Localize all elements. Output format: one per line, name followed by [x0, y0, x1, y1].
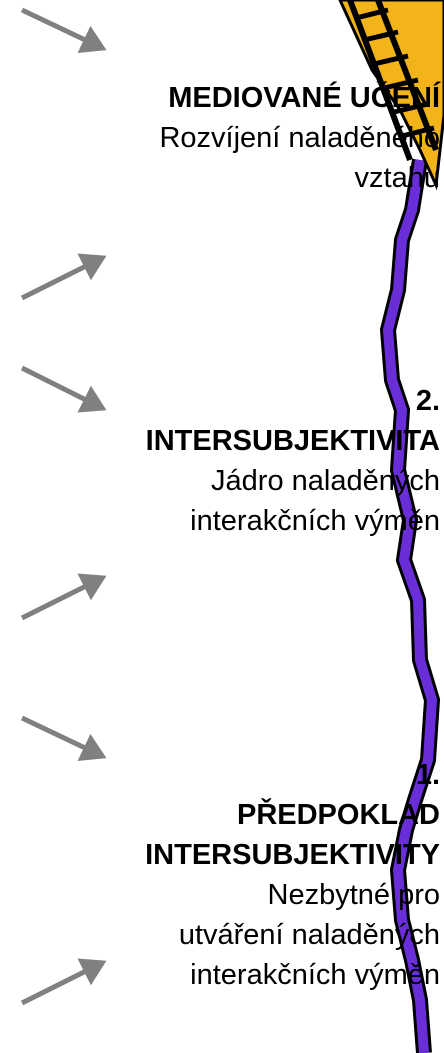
arrow-down-right-icon [20, 7, 107, 53]
level-description-line: Jádro naladěných [211, 465, 440, 497]
level-title: INTERSUBJEKTIVITA [145, 425, 440, 457]
arrow-up-right-icon [20, 958, 107, 1006]
arrow-down-right-icon [20, 365, 107, 413]
level-title-line: INTERSUBJEKTIVITY [145, 839, 440, 871]
level-number: 1. [415, 759, 440, 791]
level-description-line: vztahu [354, 162, 440, 194]
level-description-line: utváření naladěných [178, 919, 440, 951]
level-2-block: 2. INTERSUBJEKTIVITA Jádro naladěných in… [20, 381, 440, 541]
level-title: MEDIOVANÉ UČENÍ [168, 82, 440, 114]
level-1-block: 1. PŘEDPOKLAD INTERSUBJEKTIVITY Nezbytné… [20, 755, 440, 995]
level-number: 2. [415, 385, 440, 417]
arrow-up-right-icon [20, 573, 107, 621]
arrow-down-right-icon [20, 715, 107, 761]
level-description-line: interakčních výměn [190, 959, 440, 991]
level-description-line: interakčních výměn [190, 505, 440, 537]
ladder-icon [338, 0, 444, 191]
level-description-line: Nezbytné pro [267, 879, 441, 911]
level-3-block: MEDIOVANÉ UČENÍ Rozvíjení naladěného vzt… [20, 78, 440, 198]
level-title-line: PŘEDPOKLAD [236, 799, 440, 831]
level-description-line: Rozvíjení naladěného [159, 122, 440, 154]
arrow-up-right-icon [20, 253, 107, 301]
